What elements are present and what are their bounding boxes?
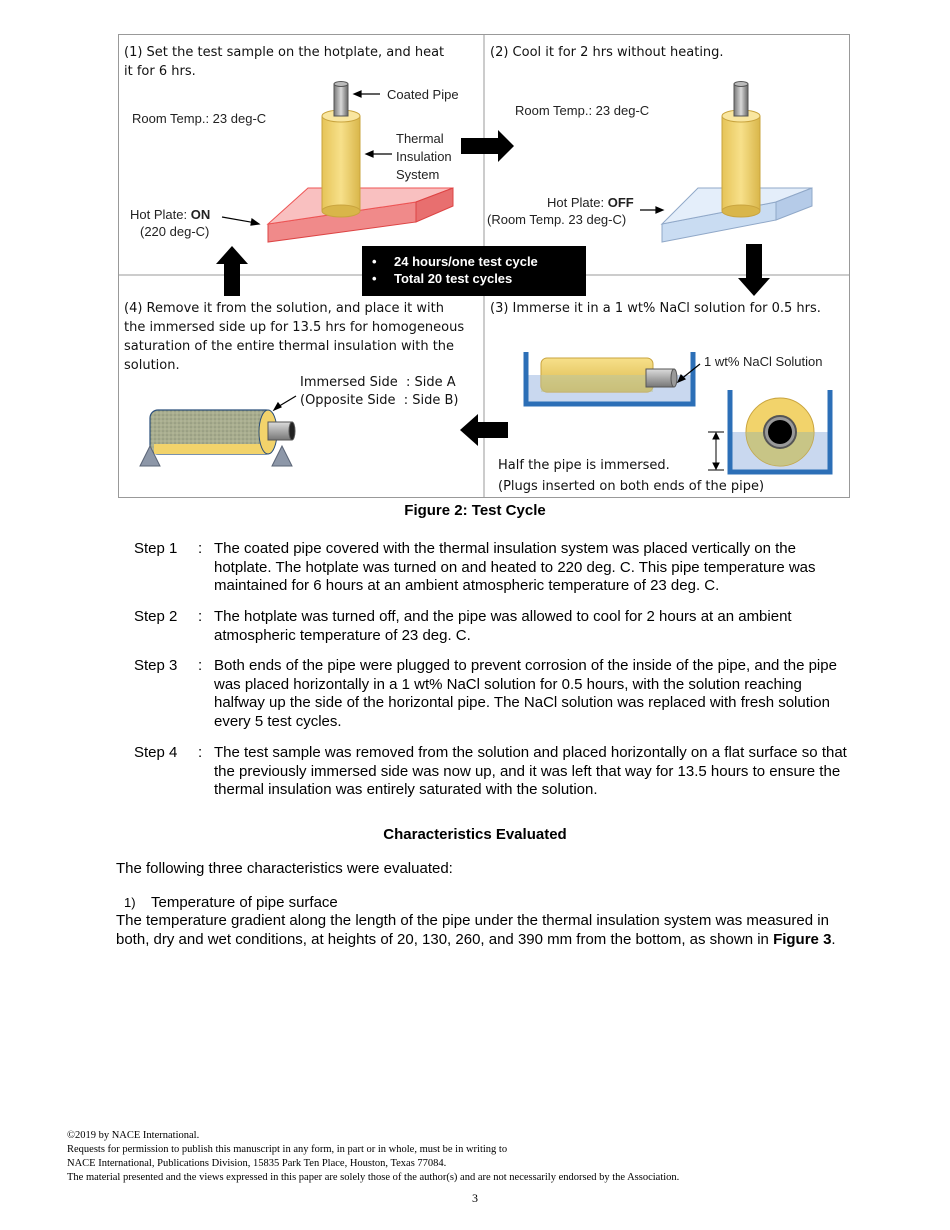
test-cycle-figure: (1) Set the test sample on the hotplate,… xyxy=(118,34,850,498)
step-colon: : xyxy=(198,540,203,557)
step-label: Step 4 xyxy=(134,744,178,761)
hotplate-label-text: Hot Plate: xyxy=(130,207,191,222)
panel1-title: (1) Set the test sample on the hotplate,… xyxy=(124,45,445,79)
step-colon: : xyxy=(198,744,203,761)
horizontal-pipe-side-a xyxy=(139,409,296,467)
panel3-title: (3) Immerse it in a 1 wt% NaCl solution … xyxy=(490,301,821,316)
paragraph-text: The temperature gradient along the lengt… xyxy=(116,912,829,948)
panel2-hotplate-label: Hot Plate: OFF xyxy=(547,194,634,211)
cycle-item-hours: 24 hours/one test cycle xyxy=(372,253,586,270)
hotplate-state-on: ON xyxy=(190,207,211,222)
hotplate-label-text-2: Hot Plate: xyxy=(547,195,608,210)
list-item-number: 1) xyxy=(124,895,136,910)
cycle-summary-box: 24 hours/one test cycle Total 20 test cy… xyxy=(362,246,586,296)
step-label: Step 1 xyxy=(134,540,178,557)
intro-paragraph: The following three characteristics were… xyxy=(116,860,453,877)
solution-pointer xyxy=(676,363,701,384)
insulation-line-3: System xyxy=(396,167,440,182)
panel1-insulation-label: Thermal Insulation System xyxy=(396,130,452,184)
cycle-item-total: Total 20 test cycles xyxy=(372,270,586,287)
paragraph-end: . xyxy=(831,930,836,948)
panel4-title: (4) Remove it from the solution, and pla… xyxy=(124,301,465,373)
step-colon: : xyxy=(198,657,203,674)
panel1-hotplate-label: Hot Plate: ON xyxy=(130,206,210,223)
panel3-note-2: (Plugs inserted on both ends of the pipe… xyxy=(498,479,765,494)
step-text: The hotplate was turned off, and the pip… xyxy=(214,608,792,644)
step-text: Both ends of the pipe were plugged to pr… xyxy=(214,657,837,730)
footer-disclaimer: The material presented and the views exp… xyxy=(67,1172,680,1183)
figure-3-reference: Figure 3 xyxy=(773,930,832,948)
body-paragraph: The temperature gradient along the lengt… xyxy=(116,912,851,949)
step-label: Step 2 xyxy=(134,608,178,625)
vertical-pipe-2 xyxy=(721,81,761,218)
footer-copyright: ©2019 by NACE International. xyxy=(67,1130,200,1141)
section-heading: Characteristics Evaluated xyxy=(383,826,567,843)
step-text: The coated pipe covered with the thermal… xyxy=(214,540,816,594)
panel1-hotplate-temp: (220 deg-C) xyxy=(140,224,210,239)
arrow-down xyxy=(738,244,770,296)
panel1-coated-pipe-label: Coated Pipe xyxy=(387,87,459,102)
page-number: 3 xyxy=(472,1191,478,1205)
nacl-tank-horizontal xyxy=(523,352,696,407)
step-colon: : xyxy=(198,608,203,625)
panel1-room-temp: Room Temp.: 23 deg-C xyxy=(132,111,267,126)
panel2-title: (2) Cool it for 2 hrs without heating. xyxy=(490,45,724,60)
vertical-pipe-1 xyxy=(321,81,361,218)
list-item-1: 1) Temperature of pipe surface xyxy=(124,894,338,913)
panel2-hotplate-temp: (Room Temp. 23 deg-C) xyxy=(487,212,627,227)
panel1-pointer-lines xyxy=(221,90,392,226)
figure-graphics xyxy=(118,34,850,498)
arrow-right xyxy=(461,130,514,162)
step-label: Step 3 xyxy=(134,657,178,674)
arrow-left xyxy=(460,414,508,446)
panel4-immersed-side: Immersed Side : Side A xyxy=(300,375,456,390)
arrow-up xyxy=(216,246,248,296)
list-item-text: Temperature of pipe surface xyxy=(151,894,338,911)
panel4-opposite-side: (Opposite Side : Side B) xyxy=(300,393,459,408)
panel4-pointer xyxy=(272,395,297,412)
figure-caption: Figure 2: Test Cycle xyxy=(404,502,546,519)
page-footer: ©2019 by NACE International. Requests fo… xyxy=(67,1129,887,1185)
footer-permission: Requests for permission to publish this … xyxy=(67,1144,508,1155)
depth-indicator xyxy=(708,431,724,471)
insulation-line-1: Thermal xyxy=(396,131,444,146)
panel2-pointer-lines xyxy=(640,206,665,214)
panel3-note-1: Half the pipe is immersed. xyxy=(498,458,670,473)
step-text: The test sample was removed from the sol… xyxy=(214,744,847,798)
hotplate-state-off: OFF xyxy=(607,195,634,210)
insulation-line-2: Insulation xyxy=(396,149,452,164)
panel3-solution-label: 1 wt% NaCl Solution xyxy=(704,354,823,369)
footer-address: NACE International, Publications Divisio… xyxy=(67,1158,447,1169)
panel2-room-temp: Room Temp.: 23 deg-C xyxy=(515,103,650,118)
nacl-tank-cross-section xyxy=(727,390,833,475)
